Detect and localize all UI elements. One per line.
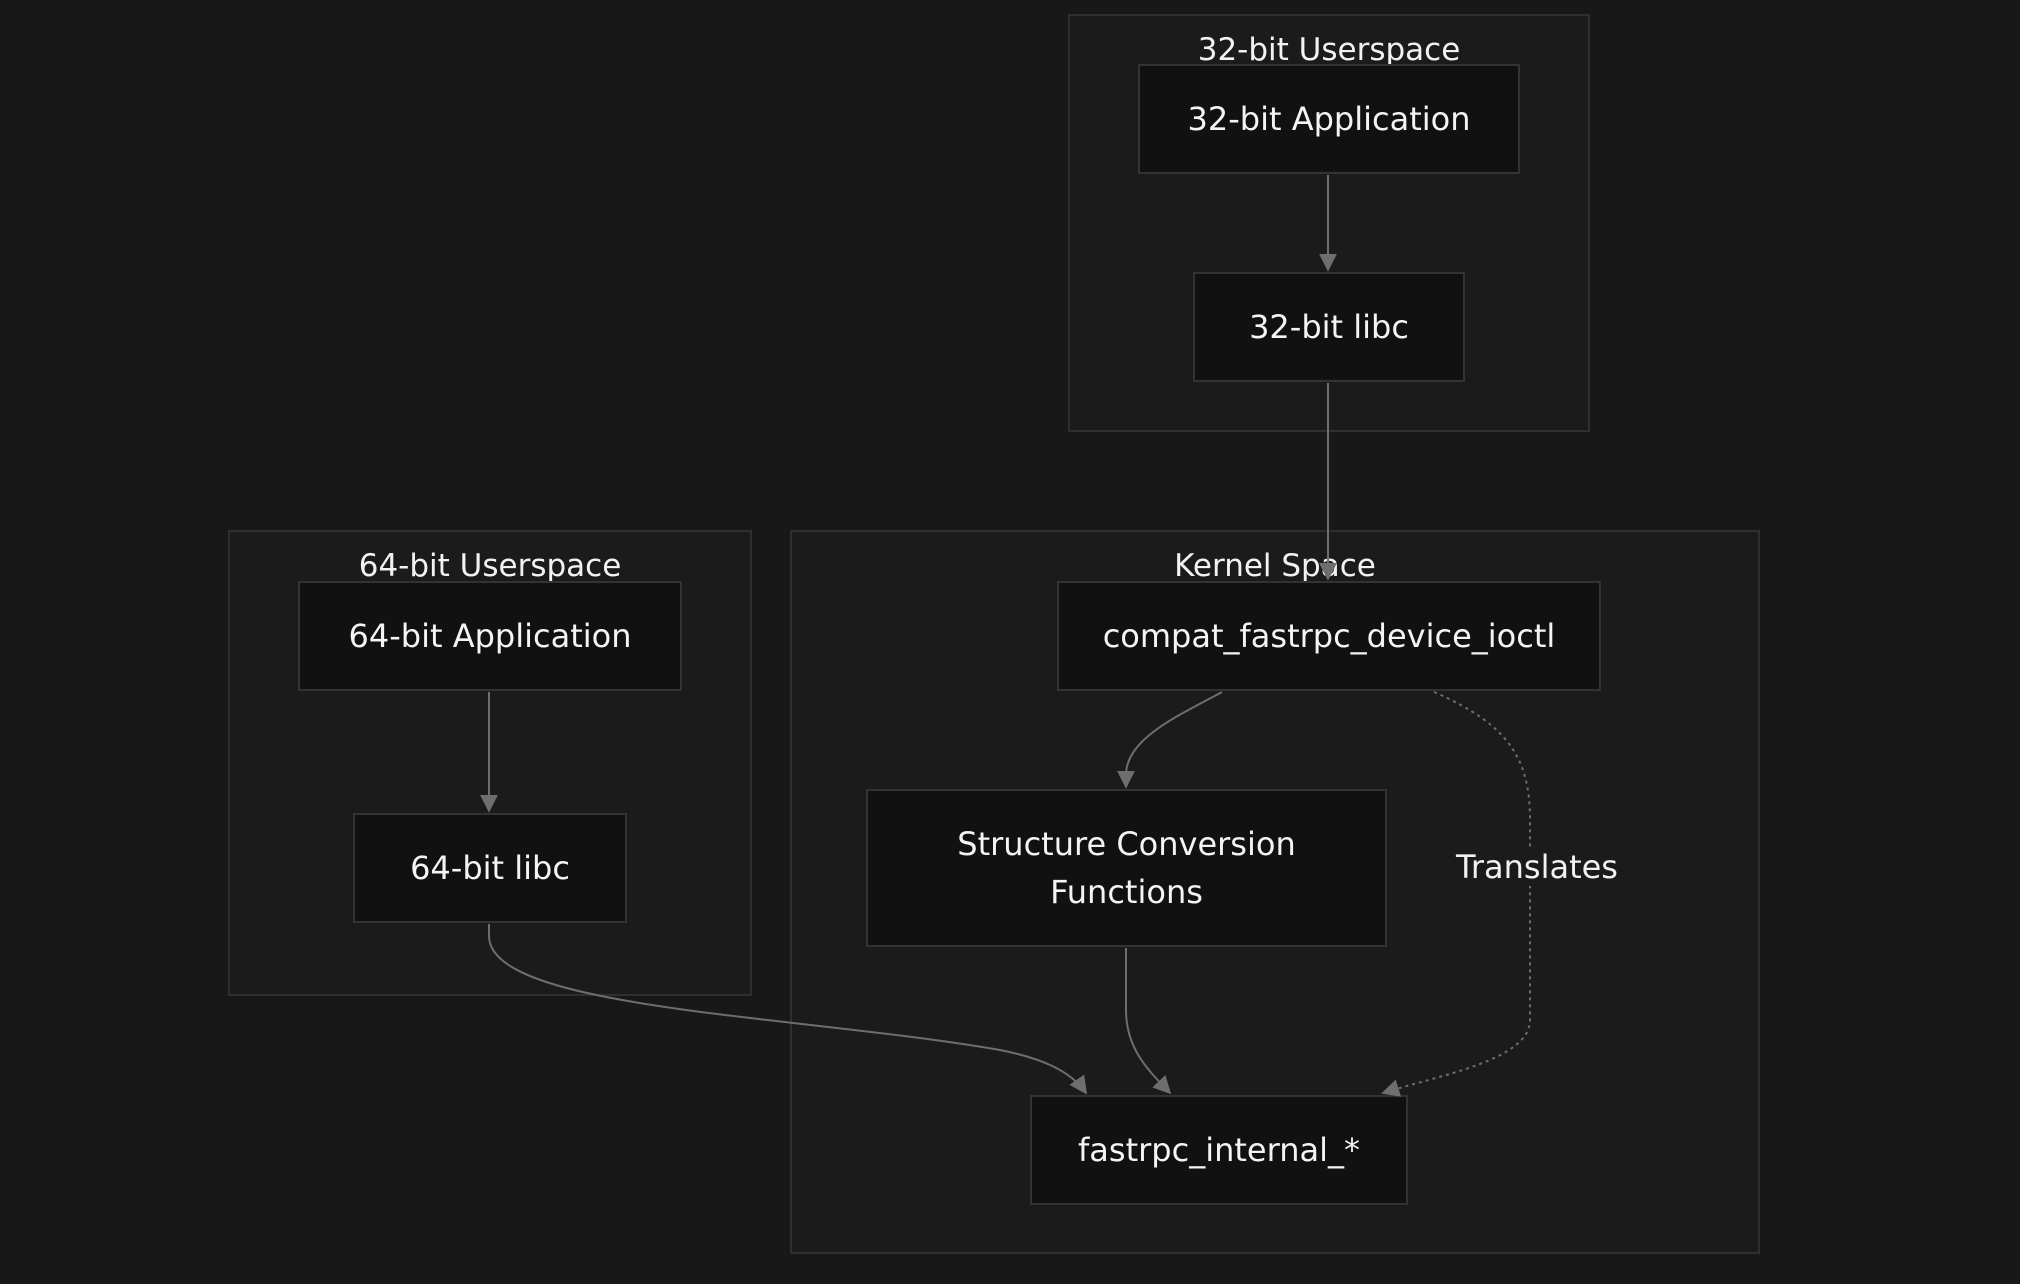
node-label-32bit-libc: 32-bit libc: [1249, 308, 1409, 346]
node-label-64bit-libc: 64-bit libc: [410, 849, 570, 887]
node-32bit-application[interactable]: 32-bit Application: [1138, 64, 1520, 174]
node-label-32bit-application: 32-bit Application: [1187, 100, 1471, 138]
node-label-line-1: Structure Conversion: [957, 825, 1296, 863]
node-64bit-libc[interactable]: 64-bit libc: [353, 813, 627, 923]
cluster-label-kernel-space: Kernel Space: [1174, 548, 1376, 584]
node-32bit-libc[interactable]: 32-bit libc: [1193, 272, 1465, 382]
cluster-label-32bit-userspace: 32-bit Userspace: [1197, 32, 1461, 68]
node-compat-fastrpc-device-ioctl[interactable]: compat_fastrpc_device_ioctl: [1057, 581, 1601, 691]
cluster-label-64bit-userspace: 64-bit Userspace: [358, 548, 622, 584]
node-structure-conversion-functions[interactable]: Structure Conversion Functions: [866, 789, 1387, 947]
node-label-compat-fastrpc-device-ioctl: compat_fastrpc_device_ioctl: [1102, 617, 1556, 655]
node-label-line-2: Functions: [1050, 873, 1203, 911]
node-label-fastrpc-internal: fastrpc_internal_*: [1078, 1131, 1360, 1169]
node-fastrpc-internal[interactable]: fastrpc_internal_*: [1030, 1095, 1408, 1205]
edge-label-translates: Translates: [1452, 848, 1622, 886]
node-label-64bit-application: 64-bit Application: [348, 617, 632, 655]
node-64bit-application[interactable]: 64-bit Application: [298, 581, 682, 691]
node-label-structure-conversion-functions: Structure Conversion Functions: [957, 820, 1295, 916]
